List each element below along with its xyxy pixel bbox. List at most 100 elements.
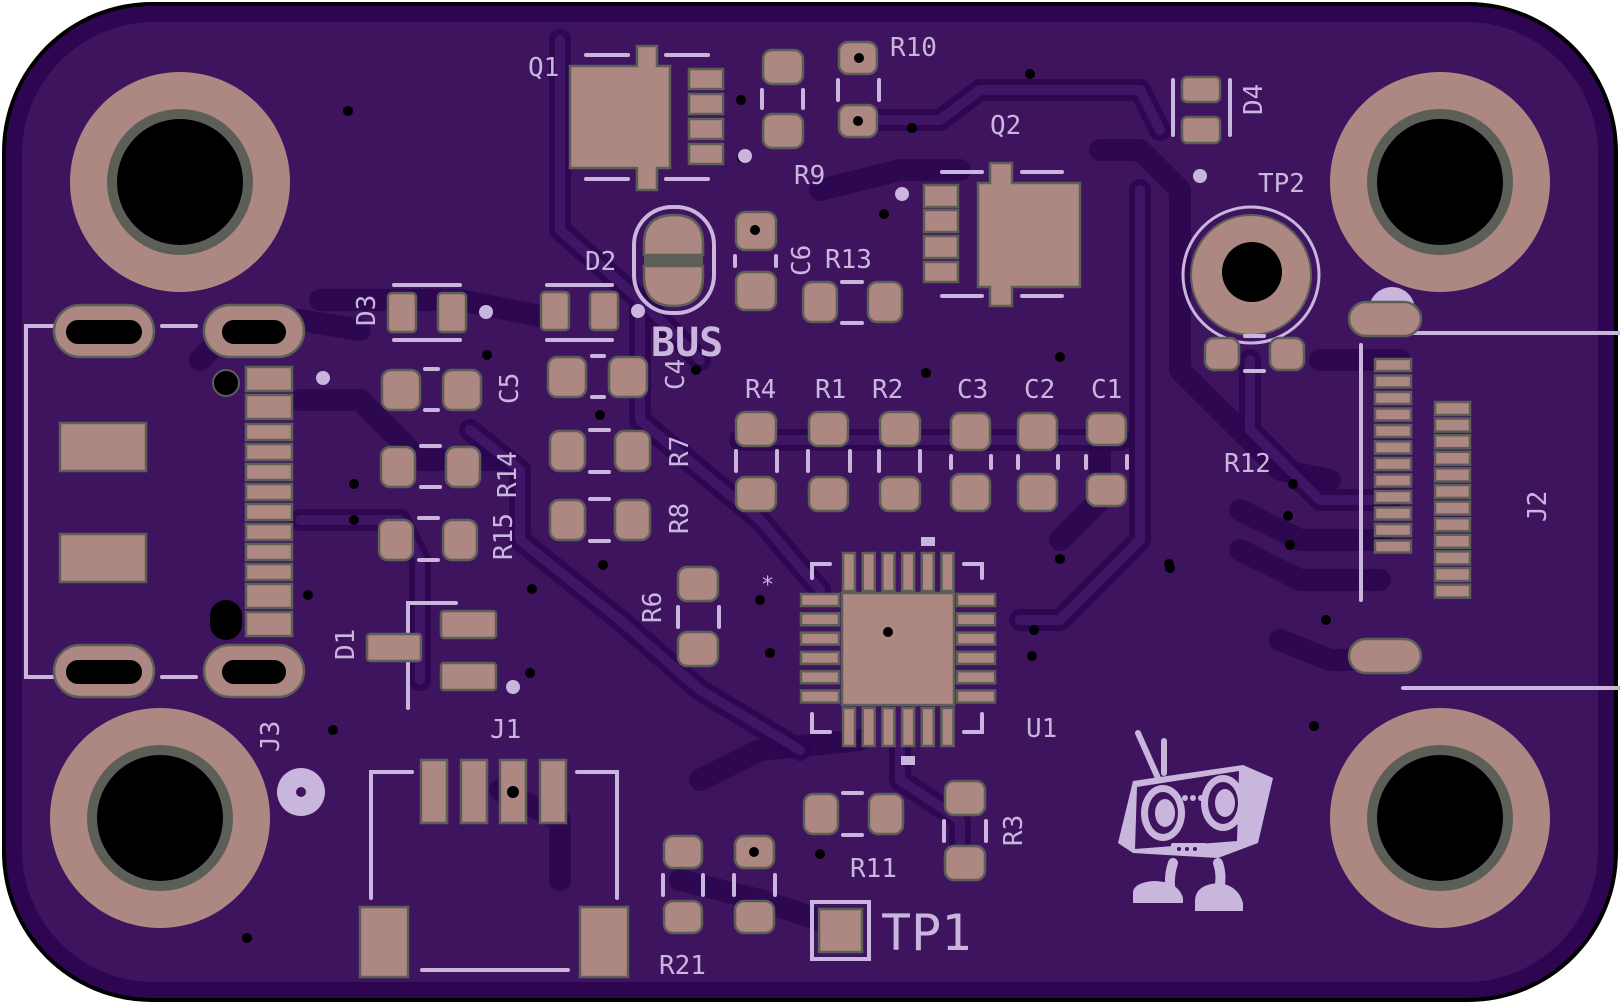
- u1-pin: [955, 592, 997, 608]
- label-d1: D1: [331, 629, 361, 660]
- label-r11: R11: [850, 854, 897, 884]
- mounting-hole-top-right: [1330, 72, 1550, 292]
- label-r8: R8: [665, 503, 695, 534]
- via: [242, 933, 252, 943]
- u1-pin: [940, 551, 955, 593]
- via: [691, 365, 701, 375]
- u1-pin: [799, 650, 841, 666]
- u1-pin: [799, 669, 841, 685]
- fpc-pin: [1373, 506, 1413, 521]
- silk-dots: [738, 149, 909, 201]
- resistor-r11: [802, 791, 905, 837]
- via: [303, 590, 313, 600]
- via: [1283, 511, 1293, 521]
- label-r12: R12: [1224, 449, 1271, 479]
- resistor-r3: [942, 779, 988, 882]
- fpc-pin: [1433, 533, 1472, 550]
- fpc-pin: [1433, 566, 1472, 583]
- label-r14: R14: [493, 451, 523, 498]
- resistor-r9: [760, 48, 805, 150]
- via: [1309, 721, 1319, 731]
- via: [343, 106, 353, 116]
- u1-fiducial: [921, 537, 935, 546]
- fpc-pin: [1373, 456, 1413, 472]
- via: [1288, 479, 1298, 489]
- usb-c-pin-row: [244, 365, 294, 638]
- label-bus: BUS: [651, 320, 723, 366]
- led-d4: [1171, 75, 1232, 145]
- fpc-pin: [1373, 423, 1413, 439]
- label-c4: C4: [661, 359, 691, 390]
- fpc-pins-column-b: [1433, 400, 1472, 599]
- diode-d1: [365, 601, 498, 710]
- label-r4: R4: [745, 375, 776, 405]
- capacitor-c5: [380, 367, 483, 412]
- vias: [242, 69, 1331, 943]
- capacitor-c3: [949, 411, 993, 513]
- label-d4: D4: [1239, 84, 1269, 115]
- via: [482, 350, 492, 360]
- u1-pin: [955, 612, 997, 627]
- fpc-pin: [1373, 473, 1413, 488]
- capacitor-c6: [733, 210, 778, 312]
- resistor-r2: [877, 410, 922, 513]
- resistor-r14: [379, 444, 482, 489]
- via: [765, 648, 775, 658]
- fpc-pin: [1433, 450, 1472, 467]
- label-j1: J1: [490, 715, 521, 745]
- capacitor-c4: [546, 354, 649, 399]
- fiducial-j3: [277, 768, 325, 816]
- fpc-pins-column-a: [1373, 357, 1413, 554]
- u1-pin: [940, 706, 955, 748]
- label-c1: C1: [1091, 375, 1122, 405]
- u1-pin: [881, 551, 896, 593]
- fpc-pin: [1373, 407, 1413, 422]
- u1-pin: [881, 706, 896, 748]
- label-q1: Q1: [528, 53, 559, 83]
- via: [328, 725, 338, 735]
- fpc-connector-j2: [1347, 287, 1620, 690]
- pin1-marker: *: [761, 573, 774, 598]
- label-c5: C5: [495, 373, 525, 404]
- u1-fiducial: [901, 756, 915, 765]
- label-u1: U1: [1026, 714, 1057, 744]
- via: [349, 479, 359, 489]
- u1-pin: [955, 689, 997, 704]
- resistor-r15: [377, 516, 479, 562]
- label-r3: R3: [999, 815, 1029, 846]
- u1-pin: [955, 631, 997, 646]
- via: [755, 595, 765, 605]
- via: [879, 209, 889, 219]
- fpc-pin: [1373, 539, 1413, 554]
- u1-pin: [955, 650, 997, 666]
- label-r6: R6: [638, 592, 668, 623]
- resistor-r13: [801, 280, 904, 325]
- via: [1321, 615, 1331, 625]
- fpc-pin: [1433, 400, 1472, 417]
- label-j2: J2: [1523, 491, 1553, 522]
- fpc-pin: [1373, 489, 1413, 505]
- via: [595, 410, 605, 420]
- u1-pin: [799, 612, 841, 627]
- mounting-hole-bottom-left: [50, 708, 270, 928]
- via: [525, 668, 535, 678]
- resistor-r10: [836, 40, 881, 139]
- label-r13: R13: [825, 245, 872, 275]
- label-j3: J3: [256, 721, 286, 752]
- mounting-hole-top-left: [70, 72, 290, 292]
- via: [815, 849, 825, 859]
- label-c3: C3: [957, 375, 988, 405]
- via: [349, 515, 359, 525]
- label-r2: R2: [872, 375, 903, 405]
- fpc-pin: [1373, 374, 1413, 389]
- u1-pin: [900, 706, 916, 748]
- resistor-r4: [734, 410, 779, 513]
- u1-pin: [799, 689, 841, 704]
- fpc-pin: [1433, 583, 1472, 599]
- via: [1055, 352, 1065, 362]
- via: [907, 123, 917, 133]
- label-tp2: TP2: [1258, 169, 1305, 199]
- via: [1165, 563, 1175, 573]
- diode-d2: [539, 283, 620, 342]
